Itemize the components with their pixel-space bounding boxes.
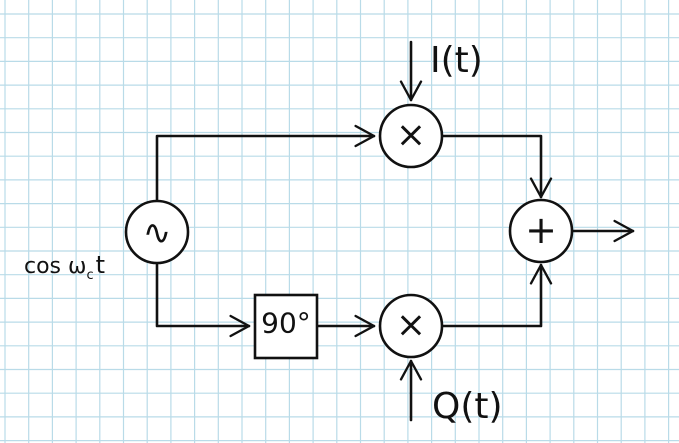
mixer-bottom-symbol: × bbox=[396, 305, 426, 346]
oscillator-symbol: ∿ bbox=[143, 213, 172, 253]
q-input-label: Q(t) bbox=[432, 386, 503, 427]
mixer-top: × I(t) bbox=[378, 40, 483, 169]
mixer-top-symbol: × bbox=[396, 115, 426, 156]
summer: + bbox=[508, 198, 574, 264]
summer-circle bbox=[508, 198, 574, 264]
phase-shifter-label: 90° bbox=[261, 307, 311, 340]
phase-shifter-box bbox=[253, 293, 319, 360]
summer-symbol: + bbox=[525, 208, 557, 252]
oscillator-circle bbox=[124, 199, 190, 265]
oscillator-label-subscript: c bbox=[86, 268, 93, 283]
oscillator-label: cos ωct bbox=[24, 251, 105, 283]
wires bbox=[155, 40, 635, 422]
wire-bottom-mixer-to-summer bbox=[440, 263, 553, 328]
wire-top-mixer-to-summer bbox=[440, 134, 553, 199]
oscillator-label-tail: t bbox=[96, 251, 105, 279]
mixer-bottom: × Q(t) bbox=[378, 293, 503, 427]
phase-shifter: 90° bbox=[253, 293, 319, 360]
wire-osc-to-phase-shifter bbox=[155, 261, 251, 338]
mixer-bottom-circle bbox=[378, 293, 444, 359]
i-input-label: I(t) bbox=[430, 40, 483, 81]
wire-osc-to-top-mixer bbox=[155, 124, 376, 204]
oscillator: ∿ cos ωct bbox=[24, 199, 190, 283]
oscillator-label-main: cos ω bbox=[24, 254, 86, 279]
mixer-top-circle bbox=[378, 103, 444, 169]
